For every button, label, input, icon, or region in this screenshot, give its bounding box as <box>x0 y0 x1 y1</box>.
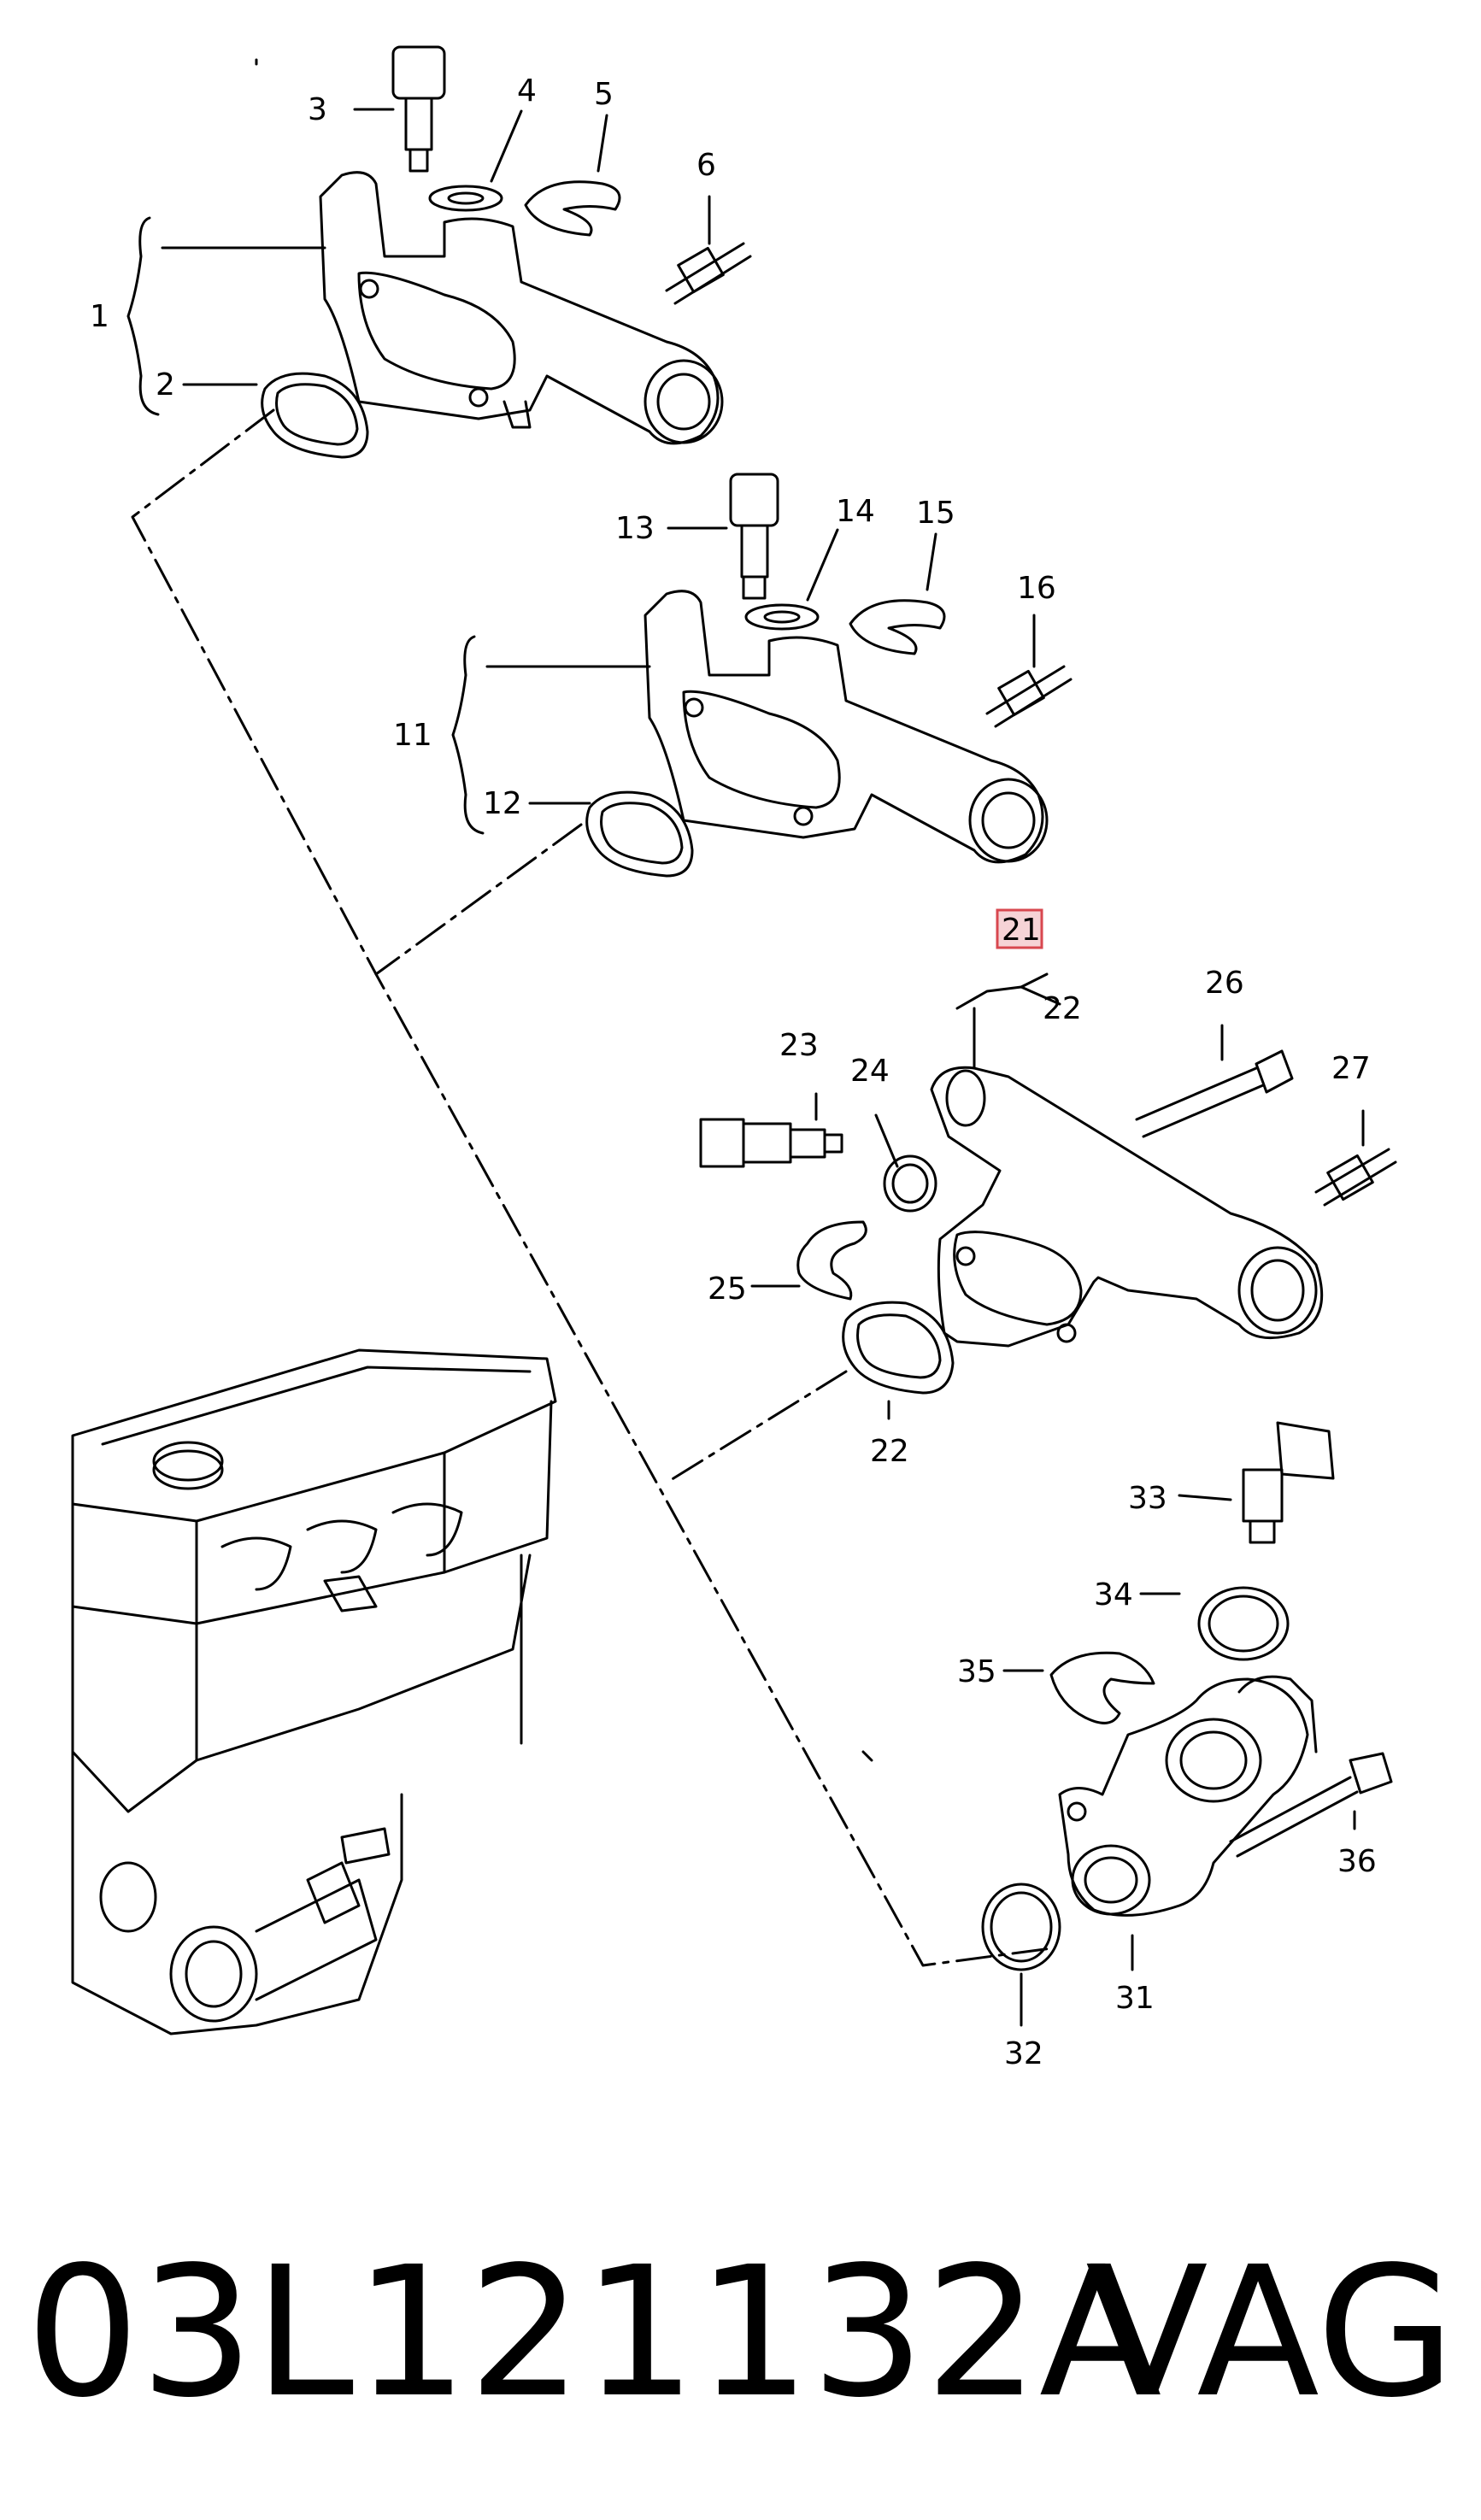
coolant-flange-11 <box>585 473 1073 878</box>
callout-2: 2 <box>156 367 175 402</box>
callout-32: 32 <box>1004 2036 1043 2071</box>
callout-36: 36 <box>1337 1844 1377 1879</box>
callout-1: 1 <box>90 299 109 334</box>
brand-name: VAG <box>1085 2228 1455 2437</box>
callout-26: 26 <box>1205 966 1244 1001</box>
callout-14: 14 <box>836 494 875 529</box>
parts-exploded-diagram: 3 4 5 6 1 2 13 14 15 16 11 12 21 22 26 2… <box>71 45 1397 2071</box>
leaders-11 <box>451 526 1036 835</box>
callout-33: 33 <box>1128 1481 1167 1516</box>
coolant-flange-31 <box>981 1421 1393 1971</box>
callout-24: 24 <box>850 1054 890 1089</box>
coolant-flange-1 <box>255 45 752 459</box>
callout-35: 35 <box>957 1654 996 1689</box>
callout-12: 12 <box>483 786 522 821</box>
leaders-1 <box>126 108 711 416</box>
engine-block-sketch <box>71 1348 557 2035</box>
callout-21: 21 <box>1002 913 1041 948</box>
callout-4: 4 <box>517 73 537 109</box>
callout-13: 13 <box>615 511 655 546</box>
leaders-31 <box>1002 1494 1356 2027</box>
callout-labels: 3 4 5 6 1 2 13 14 15 16 11 12 21 22 26 2… <box>90 73 1377 2071</box>
callout-27: 27 <box>1331 1051 1371 1086</box>
callout-34: 34 <box>1094 1577 1133 1612</box>
assembly-centerlines <box>131 408 1053 1967</box>
callout-15: 15 <box>916 496 955 531</box>
callout-16: 16 <box>1017 571 1056 606</box>
callout-31: 31 <box>1115 1981 1155 2016</box>
callout-25: 25 <box>708 1272 747 1307</box>
part-number: 03L121132A <box>26 2228 1162 2437</box>
callout-22-bottom: 22 <box>870 1434 909 1469</box>
callout-3: 3 <box>308 92 327 127</box>
callout-23: 23 <box>779 1028 819 1063</box>
leaders-21 <box>750 972 1365 1420</box>
callout-11: 11 <box>393 718 432 753</box>
callout-22-top: 22 <box>1043 991 1082 1026</box>
callout-5: 5 <box>594 77 614 112</box>
highlight-box-21 <box>996 908 1043 949</box>
coolant-flange-21 <box>699 1049 1397 1395</box>
callout-6: 6 <box>696 148 716 183</box>
